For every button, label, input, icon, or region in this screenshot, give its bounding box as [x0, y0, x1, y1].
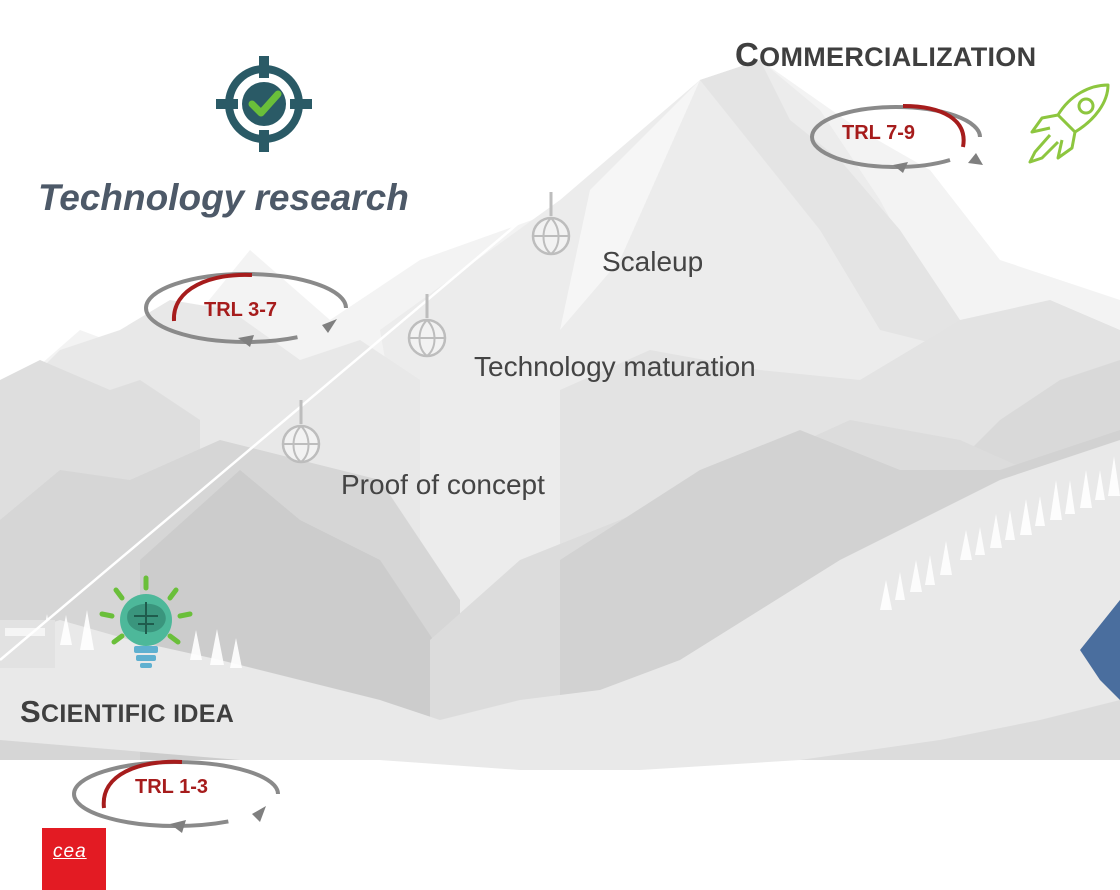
- cea-logo: cea: [42, 828, 106, 890]
- trl-7-9-label: TRL 7-9: [842, 122, 915, 144]
- gondola-icon: [407, 294, 447, 358]
- trl-cycle-arrow: [72, 759, 280, 833]
- commercialization-title: COMMERCIALIZATION: [735, 36, 1037, 73]
- trl-1-3-label: TRL 1-3: [135, 776, 208, 798]
- target-check-icon: [216, 56, 312, 152]
- trl-cycle-arrow: [810, 104, 983, 173]
- gondola-icon: [281, 400, 321, 464]
- trl-3-7-label: TRL 3-7: [204, 299, 277, 321]
- rocket-icon: [1028, 83, 1110, 164]
- trl-cycle-arrow: [144, 272, 348, 347]
- stage-label-proof-of-concept: Proof of concept: [341, 469, 545, 500]
- scientific-idea-title: SCIENTIFIC IDEA: [20, 694, 235, 729]
- technology-research-title: Technology research: [38, 177, 409, 218]
- stage-label-technology-maturation: Technology maturation: [474, 351, 756, 382]
- lightbulb-brain-icon: [99, 575, 193, 668]
- stage-label-scaleup: Scaleup: [602, 246, 704, 277]
- gondola-icon: [531, 192, 571, 256]
